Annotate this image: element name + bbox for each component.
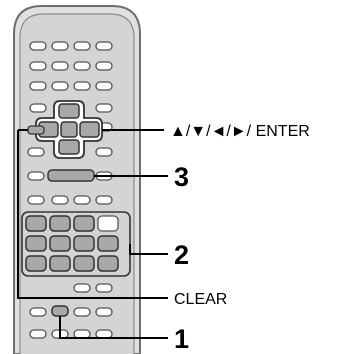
dpad-enter-button[interactable]: [60, 121, 78, 138]
callout-2-label: 2: [174, 240, 189, 270]
callout-1-label: 1: [174, 324, 189, 354]
button-3[interactable]: [47, 169, 95, 182]
numeric-keypad[interactable]: [21, 211, 131, 277]
dpad-down-button[interactable]: [58, 139, 80, 155]
top-button-rows: [29, 41, 113, 132]
mid-button-row: [27, 147, 113, 205]
leader-lines: [17, 129, 168, 339]
clear-button[interactable]: [27, 125, 45, 135]
callout-3-label: 3: [174, 162, 189, 192]
dpad-icon[interactable]: [35, 100, 103, 159]
dpad-right-button[interactable]: [79, 121, 100, 138]
button-1[interactable]: [51, 305, 69, 317]
lower-button-rows: [29, 283, 113, 339]
clear-label: CLEAR: [174, 291, 227, 308]
arrow-enter-label: ▲/▼/◄/►/ ENTER: [170, 123, 310, 140]
dpad-up-button[interactable]: [58, 103, 80, 119]
